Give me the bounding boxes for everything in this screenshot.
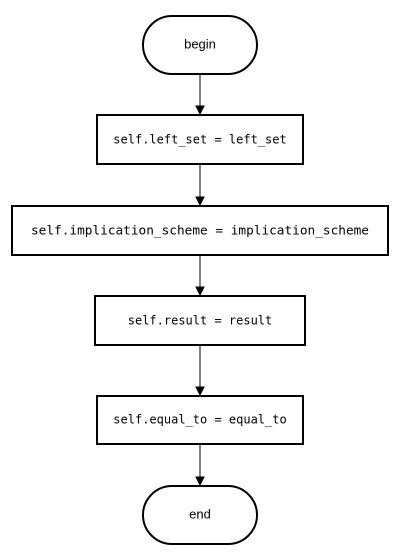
edge-step3-to-step4 (195, 346, 205, 397)
node-begin: begin (142, 15, 258, 75)
edge-step4-to-end (195, 445, 205, 487)
node-step4: self.equal_to = equal_to (96, 395, 304, 445)
node-label-step2: self.implication_scheme = implication_sc… (31, 224, 369, 238)
node-label-step1: self.left_set = left_set (113, 133, 286, 147)
terminal-shape (142, 485, 258, 545)
node-step3: self.result = result (94, 295, 306, 346)
process-shape (96, 114, 304, 165)
process-shape (11, 205, 389, 256)
edges (195, 75, 205, 487)
node-step2: self.implication_scheme = implication_sc… (11, 205, 389, 256)
process-shape (94, 295, 306, 346)
process-shape (96, 395, 304, 445)
edge-begin-to-step1 (195, 75, 205, 116)
node-label-step3: self.result = result (128, 314, 273, 328)
edge-step1-to-step2 (195, 165, 205, 207)
node-step1: self.left_set = left_set (96, 114, 304, 165)
node-end: end (142, 485, 258, 545)
node-label-begin: begin (184, 36, 216, 51)
node-label-end: end (189, 506, 211, 521)
terminal-shape (142, 15, 258, 75)
edge-step2-to-step3 (195, 256, 205, 297)
node-label-step4: self.equal_to = equal_to (113, 413, 286, 427)
